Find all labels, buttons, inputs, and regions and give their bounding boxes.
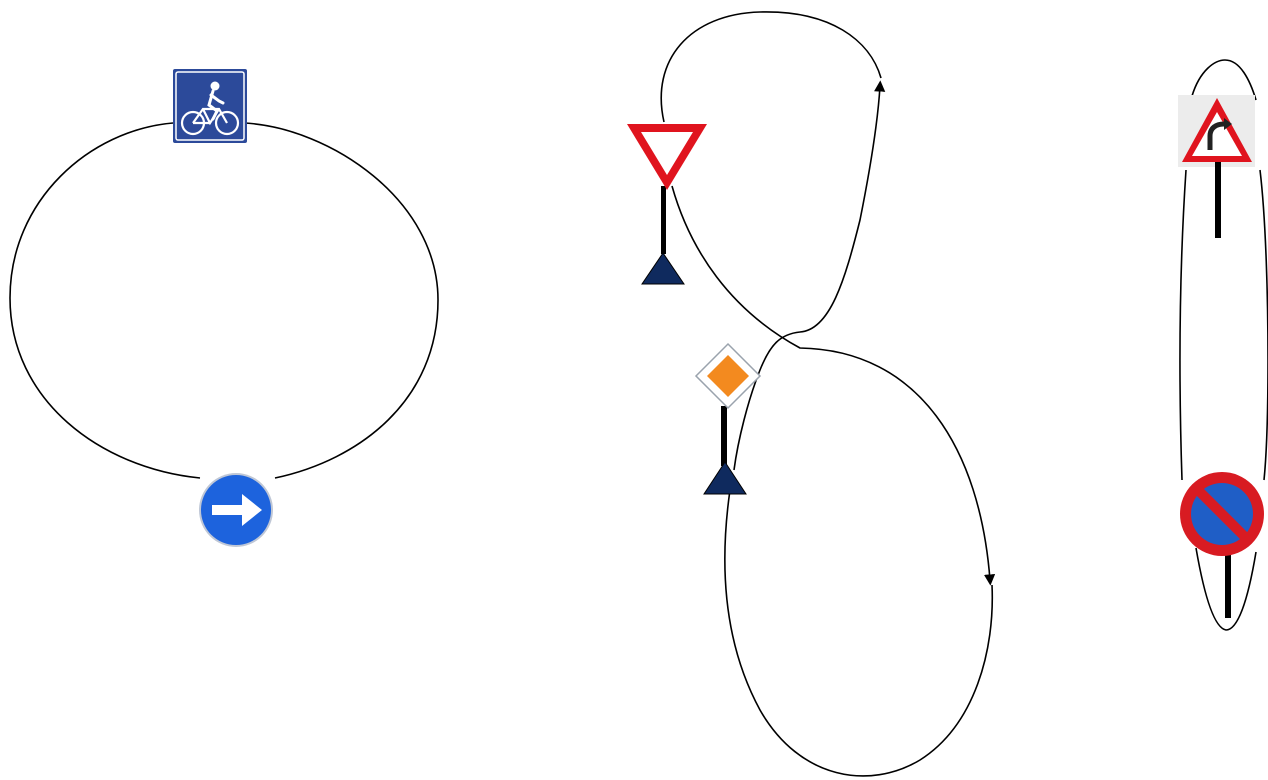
narrow-loop [1178,59,1268,631]
sign-post [661,186,666,254]
narrow-loop-line [1195,547,1257,631]
narrow-loop-line [1179,169,1187,481]
sign-post [1215,162,1221,238]
ellipse-loop-line [244,122,439,479]
sign-post [721,406,727,466]
no-parking-sign-icon [1180,472,1264,618]
track-line [724,489,994,777]
track-line [799,80,886,333]
ellipse-loop-line [9,122,201,479]
narrow-loop-line [1259,169,1268,481]
track-line [660,11,882,123]
priority-road-sign-icon [694,342,762,466]
keep-right-arrow-sign-icon [199,473,273,547]
curve-warning-sign-icon [1178,95,1255,238]
track-line [671,185,996,586]
ellipse-loop [9,69,439,547]
position-marker-icon [703,461,747,495]
narrow-loop-line [1191,59,1257,101]
position-marker-icon [641,252,685,285]
yield-sign-icon [627,124,707,254]
figure-eight-track [627,11,996,777]
sign-post [1225,548,1231,618]
bicycle-path-sign-icon [173,69,247,143]
track-line [733,331,801,471]
